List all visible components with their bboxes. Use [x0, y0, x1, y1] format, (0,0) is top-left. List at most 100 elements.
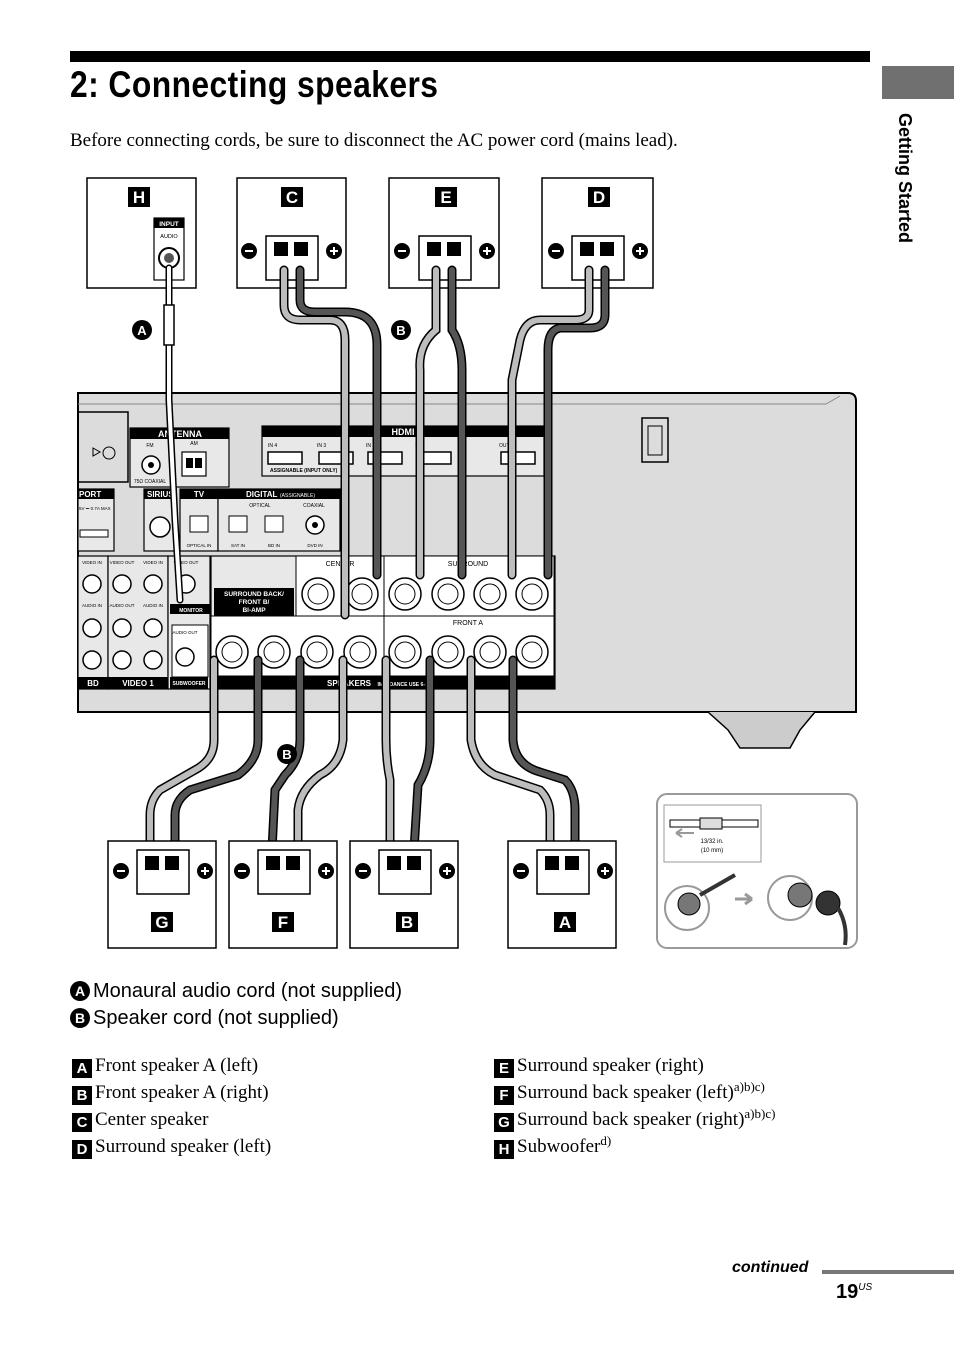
audio-out-label-1: AUDIO OUT — [109, 603, 134, 608]
antenna-label: ANTENNA — [158, 429, 202, 439]
legend-text: Surround speaker (left) — [95, 1136, 272, 1157]
footnote-ref: d) — [600, 1133, 612, 1148]
legend-text: Center speaker — [95, 1109, 209, 1130]
speaker-box-d: D — [541, 177, 654, 289]
bd-in-label: BD IN — [268, 543, 280, 548]
fm-label: FM — [146, 443, 153, 449]
speaker-letter-a: A — [559, 913, 571, 932]
speaker-letter-g: G — [155, 913, 168, 932]
legend-marker: H — [494, 1140, 514, 1159]
am-label: AM — [190, 441, 198, 447]
subwoofer-label: SUBWOOFER — [172, 681, 205, 687]
legend-marker: B — [72, 1086, 92, 1105]
audio-in-label-1: AUDIO IN — [82, 603, 102, 608]
surround-back-label-2: FRONT B/ — [239, 599, 270, 606]
legend-text: Speaker cord (not supplied) — [93, 1007, 339, 1029]
legend-marker: A — [72, 1059, 92, 1078]
legend-text: Subwoofer — [517, 1136, 601, 1157]
legend-marker: F — [494, 1086, 514, 1105]
hdmi-assignable: ASSIGNABLE (INPUT ONLY) — [270, 468, 338, 474]
monitor-label: MONITOR — [179, 608, 203, 614]
coaxial-label: COAXIAL — [303, 503, 325, 509]
surround-label: SURROUND — [448, 561, 488, 568]
port-label: PORT — [79, 490, 101, 499]
sat-in-label: SAT IN — [231, 543, 245, 548]
footnote-ref: a)b)c) — [744, 1106, 776, 1121]
footnote-ref: a)b)c) — [733, 1079, 765, 1094]
speaker-box-e: E — [388, 177, 500, 289]
legend-text: Front speaker A (left) — [95, 1055, 259, 1076]
coaxial-75-label: 75Ω COAXIAL — [134, 479, 167, 485]
speaker-letter-b: B — [401, 913, 413, 932]
legend-marker: B — [70, 1008, 90, 1028]
video-in-label-1: VIDEO IN — [82, 560, 102, 565]
hdmi-in2: IN 2 — [366, 443, 375, 449]
video-out-label-1: VIDEO OUT — [110, 560, 135, 565]
surround-back-label-1: SURROUND BACK/ — [224, 591, 284, 598]
top-rule — [70, 51, 870, 62]
cord-marker-b-text-top: B — [396, 323, 405, 338]
page-number: 19US — [836, 1281, 872, 1304]
speaker-letter-c: C — [286, 188, 298, 207]
port-spec: 5V ⎓ 0.7A MAX — [79, 506, 111, 511]
strip-length-fraction: 13/32 in. — [700, 839, 723, 845]
page-number-suffix: US — [858, 1282, 873, 1293]
speakers-label: SPEAKERS — [327, 679, 372, 688]
audio-out-label-2: AUDIO OUT — [172, 630, 197, 635]
digital-label: DIGITAL — [246, 490, 278, 499]
page-number-value: 19 — [836, 1281, 859, 1303]
legend-text: Surround back speaker (left) — [517, 1082, 734, 1103]
dvd-in-label: DVD IN — [307, 543, 322, 548]
center-label: CENTER — [326, 561, 355, 568]
hdmi-title: HDMI — [392, 427, 415, 437]
legend-marker: A — [70, 981, 90, 1001]
cord-marker-b-text-bottom: B — [282, 747, 291, 762]
cord-marker-a-text: A — [137, 323, 147, 338]
legend-text: Surround back speaker (right) — [517, 1109, 745, 1130]
speaker-box-g: G — [107, 840, 217, 949]
speaker-letter-h: H — [133, 188, 145, 207]
cord-marker-b-bottom: B — [277, 744, 297, 764]
legend-marker: D — [72, 1140, 92, 1159]
video1-label: VIDEO 1 — [122, 679, 154, 688]
legend-marker: E — [494, 1059, 514, 1078]
speaker-letter-e: E — [440, 188, 451, 207]
legend-marker: G — [494, 1113, 514, 1132]
continued-label: continued — [732, 1259, 809, 1276]
speaker-box-a: A — [507, 840, 617, 949]
hdmi-in3: IN 3 — [317, 443, 326, 449]
tv-label: TV — [194, 490, 205, 499]
speaker-box-f: F — [228, 840, 338, 949]
legend-text: Surround speaker (right) — [517, 1055, 704, 1076]
audio-in-label-2: AUDIO IN — [143, 603, 163, 608]
legend-text: Monaural audio cord (not supplied) — [93, 980, 403, 1002]
bottom-speaker-cords — [145, 655, 580, 855]
wire-strip-inset: 13/32 in. (10 mm) — [656, 793, 858, 949]
audio-label: AUDIO — [160, 234, 178, 240]
top-speaker-cords — [163, 264, 610, 620]
impedance-label: IMPEDANCE USE 6-16Ω — [377, 682, 434, 688]
video-in-label-2: VIDEO IN — [143, 560, 163, 565]
strip-length-mm: (10 mm) — [701, 848, 723, 854]
intro-text: Before connecting cords, be sure to disc… — [70, 130, 678, 151]
video-out-label-2: VIDEO OUT — [174, 560, 199, 565]
front-a-label: FRONT A — [453, 620, 484, 627]
legend-marker: C — [72, 1113, 92, 1132]
input-label: INPUT — [159, 221, 179, 228]
speaker-letter-f: F — [278, 913, 288, 932]
hdmi-in4: IN 4 — [268, 443, 277, 449]
page-title: 2: Connecting speakers — [70, 64, 439, 105]
section-tab-label: Getting Started — [895, 113, 915, 244]
speaker-box-h: H INPUT AUDIO — [86, 177, 197, 289]
speaker-box-c: C — [236, 177, 347, 289]
